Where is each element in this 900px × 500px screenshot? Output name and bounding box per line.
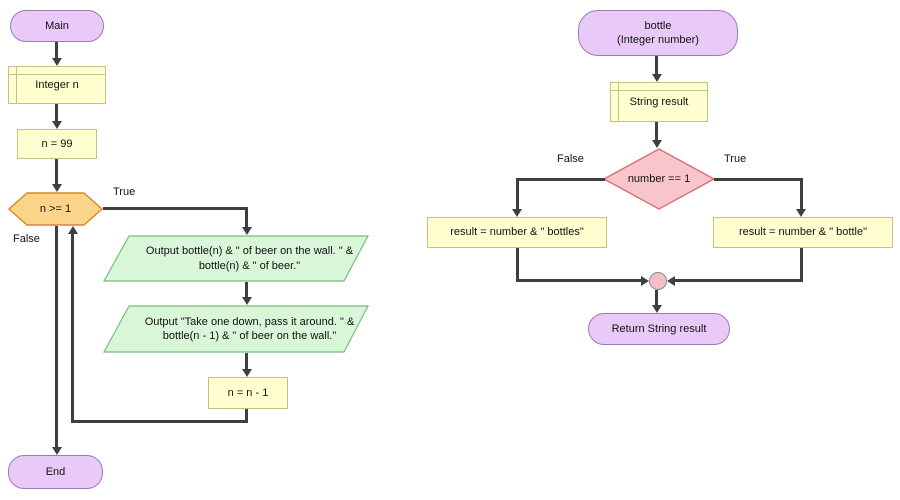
main-start-terminator[interactable]: Main	[10, 10, 104, 42]
arrowhead-up-icon	[68, 226, 78, 234]
connector	[71, 420, 248, 423]
bottle-start-label: bottle(Integer number)	[617, 19, 699, 46]
process-result-bottle-label: result = number & " bottle"	[739, 226, 867, 239]
connector	[800, 248, 803, 281]
connector	[675, 279, 803, 282]
parallelogram-shape	[102, 305, 369, 353]
loop-condition-hexagon[interactable]: n >= 1	[7, 192, 104, 226]
merge-connector-circle[interactable]	[649, 272, 667, 290]
arrowhead-down-icon	[512, 209, 522, 217]
arrowhead-down-icon	[242, 227, 252, 235]
branch-label-true: True	[113, 186, 136, 198]
return-label: Return String result	[611, 322, 707, 335]
connector	[55, 159, 58, 184]
diamond-shape	[602, 148, 716, 210]
connector	[55, 104, 58, 121]
arrowhead-down-icon	[652, 74, 662, 82]
connector	[55, 42, 58, 58]
bottle-start-terminator[interactable]: bottle(Integer number)	[578, 10, 738, 56]
process-result-bottles-label: result = number & " bottles"	[450, 226, 584, 239]
arrowhead-down-icon	[652, 305, 662, 313]
return-terminator[interactable]: Return String result	[588, 313, 730, 345]
connector	[655, 290, 658, 305]
connector	[245, 353, 248, 369]
process-n-decrement[interactable]: n = n - 1	[208, 377, 288, 409]
arrowhead-down-icon	[652, 140, 662, 148]
connector	[516, 178, 605, 181]
connector	[103, 207, 248, 210]
connector	[71, 234, 74, 423]
process-result-bottle[interactable]: result = number & " bottle"	[713, 217, 893, 248]
declare-integer-n[interactable]: Integer n	[8, 66, 106, 104]
hexagon-shape	[7, 192, 104, 226]
process-n-init[interactable]: n = 99	[17, 129, 97, 159]
connector	[245, 282, 248, 297]
decision-diamond[interactable]: number == 1	[602, 148, 716, 210]
connector	[55, 226, 58, 447]
branch-label-false: False	[13, 233, 40, 245]
process-result-bottles[interactable]: result = number & " bottles"	[427, 217, 607, 248]
arrowhead-down-icon	[52, 121, 62, 129]
connector	[245, 207, 248, 227]
arrowhead-down-icon	[242, 369, 252, 377]
process-n-init-label: n = 99	[41, 137, 73, 150]
connector	[516, 279, 642, 282]
connector	[655, 56, 658, 74]
branch-label-true-right: True	[724, 153, 747, 165]
main-start-label: Main	[45, 19, 69, 32]
branch-label-false-right: False	[557, 153, 584, 165]
connector	[800, 178, 803, 209]
arrowhead-down-icon	[52, 58, 62, 66]
main-end-terminator[interactable]: End	[8, 455, 103, 489]
declare-string-result-label: String result	[629, 95, 689, 108]
output-parallelogram-2[interactable]: Output "Take one down, pass it around. "…	[102, 305, 370, 353]
main-end-label: End	[45, 465, 66, 478]
output-parallelogram-1[interactable]: Output bottle(n) & " of beer on the wall…	[102, 235, 370, 282]
parallelogram-shape	[102, 235, 369, 282]
declare-string-result[interactable]: String result	[610, 82, 708, 122]
connector	[714, 178, 802, 181]
declare-integer-n-label: Integer n	[35, 78, 79, 91]
arrowhead-down-icon	[52, 184, 62, 192]
process-n-decrement-label: n = n - 1	[227, 386, 269, 399]
arrowhead-down-icon	[52, 447, 62, 455]
connector	[516, 178, 519, 209]
arrowhead-left-icon	[667, 276, 675, 286]
connector	[655, 122, 658, 140]
arrowhead-down-icon	[242, 297, 252, 305]
arrowhead-down-icon	[796, 209, 806, 217]
connector	[516, 248, 519, 281]
connector	[245, 409, 248, 423]
arrowhead-right-icon	[641, 276, 649, 286]
